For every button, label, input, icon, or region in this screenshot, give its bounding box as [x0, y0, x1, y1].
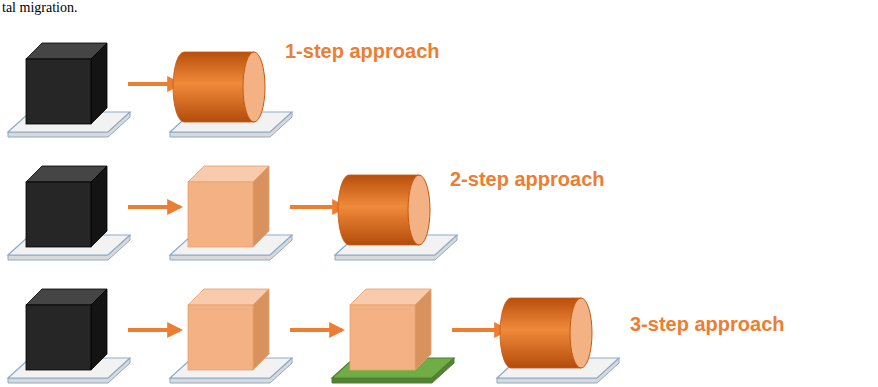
cube-side: [415, 289, 431, 370]
cylinder-end: [408, 175, 430, 245]
cube-front: [26, 182, 91, 247]
arrow: [452, 328, 507, 332]
cylinder-body: [338, 175, 419, 245]
step-label: 3-step approach: [630, 313, 784, 336]
approach-row: [8, 166, 457, 260]
cube-front: [188, 182, 253, 247]
cropped-note: tal migration.: [2, 0, 77, 16]
cube-side: [91, 166, 107, 247]
cube-side: [253, 289, 269, 370]
cylinder-end: [570, 298, 592, 368]
step-label: 1-step approach: [285, 40, 439, 63]
cube-side: [91, 43, 107, 124]
cylinder-body: [500, 298, 581, 368]
cube-side: [253, 166, 269, 247]
arrow: [128, 82, 180, 86]
approach-row: [8, 289, 619, 383]
arrow: [290, 328, 342, 332]
cube-front: [26, 59, 91, 124]
approach-row: [8, 43, 292, 137]
cube-front: [188, 305, 253, 370]
cylinder-end: [243, 52, 265, 122]
arrow: [128, 328, 180, 332]
cube-front: [26, 305, 91, 370]
step-label: 2-step approach: [450, 168, 604, 191]
cylinder-body: [173, 52, 254, 122]
cube-front: [350, 305, 415, 370]
arrow: [290, 205, 345, 209]
arrow: [128, 205, 180, 209]
cube-side: [91, 289, 107, 370]
